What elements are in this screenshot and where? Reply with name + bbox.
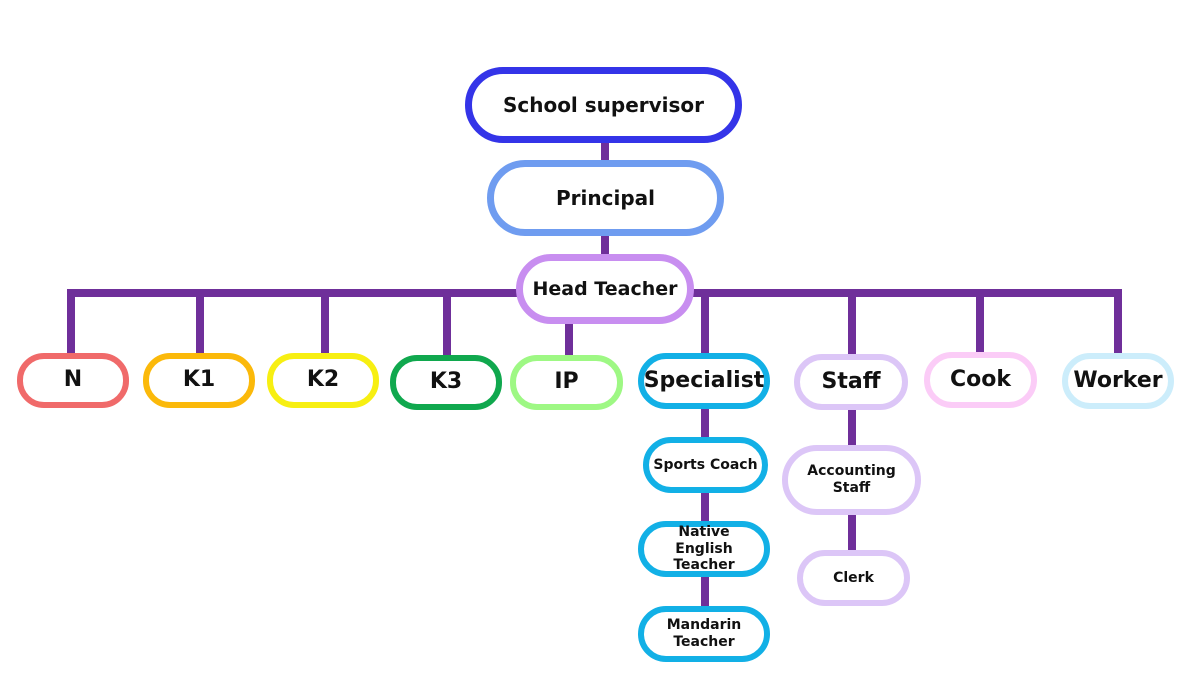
connector-staff bbox=[848, 289, 856, 357]
connector-sports-native bbox=[701, 490, 709, 524]
node-school-supervisor[interactable]: School supervisor bbox=[465, 67, 742, 143]
connector-cook bbox=[976, 289, 984, 357]
node-n[interactable]: N bbox=[17, 353, 129, 408]
node-accounting-staff[interactable]: Accounting Staff bbox=[782, 445, 921, 515]
connector-n bbox=[67, 289, 75, 357]
node-sports-coach[interactable]: Sports Coach bbox=[643, 437, 768, 493]
connector-principal-head bbox=[601, 232, 609, 257]
node-k3[interactable]: K3 bbox=[390, 355, 502, 410]
node-native-english-teacher[interactable]: Native English Teacher bbox=[638, 521, 770, 577]
node-worker[interactable]: Worker bbox=[1062, 353, 1174, 409]
connector-specialist bbox=[701, 289, 709, 357]
node-k2[interactable]: K2 bbox=[267, 353, 379, 408]
connector-accounting-clerk bbox=[848, 512, 856, 554]
node-k1[interactable]: K1 bbox=[143, 353, 255, 408]
connector-native-mandarin bbox=[701, 574, 709, 610]
node-cook[interactable]: Cook bbox=[924, 352, 1037, 408]
node-clerk[interactable]: Clerk bbox=[797, 550, 910, 606]
node-specialist[interactable]: Specialist bbox=[638, 353, 770, 409]
connector-k2 bbox=[321, 289, 329, 357]
connector-staff-accounting bbox=[848, 408, 856, 450]
connector-supervisor-principal bbox=[601, 140, 609, 164]
node-staff[interactable]: Staff bbox=[794, 354, 908, 410]
connector-ip bbox=[565, 320, 573, 358]
node-principal[interactable]: Principal bbox=[487, 160, 724, 236]
connector-worker bbox=[1114, 289, 1122, 357]
node-head-teacher[interactable]: Head Teacher bbox=[516, 254, 694, 324]
node-mandarin-teacher[interactable]: Mandarin Teacher bbox=[638, 606, 770, 662]
connector-k1 bbox=[196, 289, 204, 357]
node-ip[interactable]: IP bbox=[510, 355, 623, 410]
connector-specialist-sports bbox=[701, 405, 709, 442]
connector-k3 bbox=[443, 289, 451, 359]
